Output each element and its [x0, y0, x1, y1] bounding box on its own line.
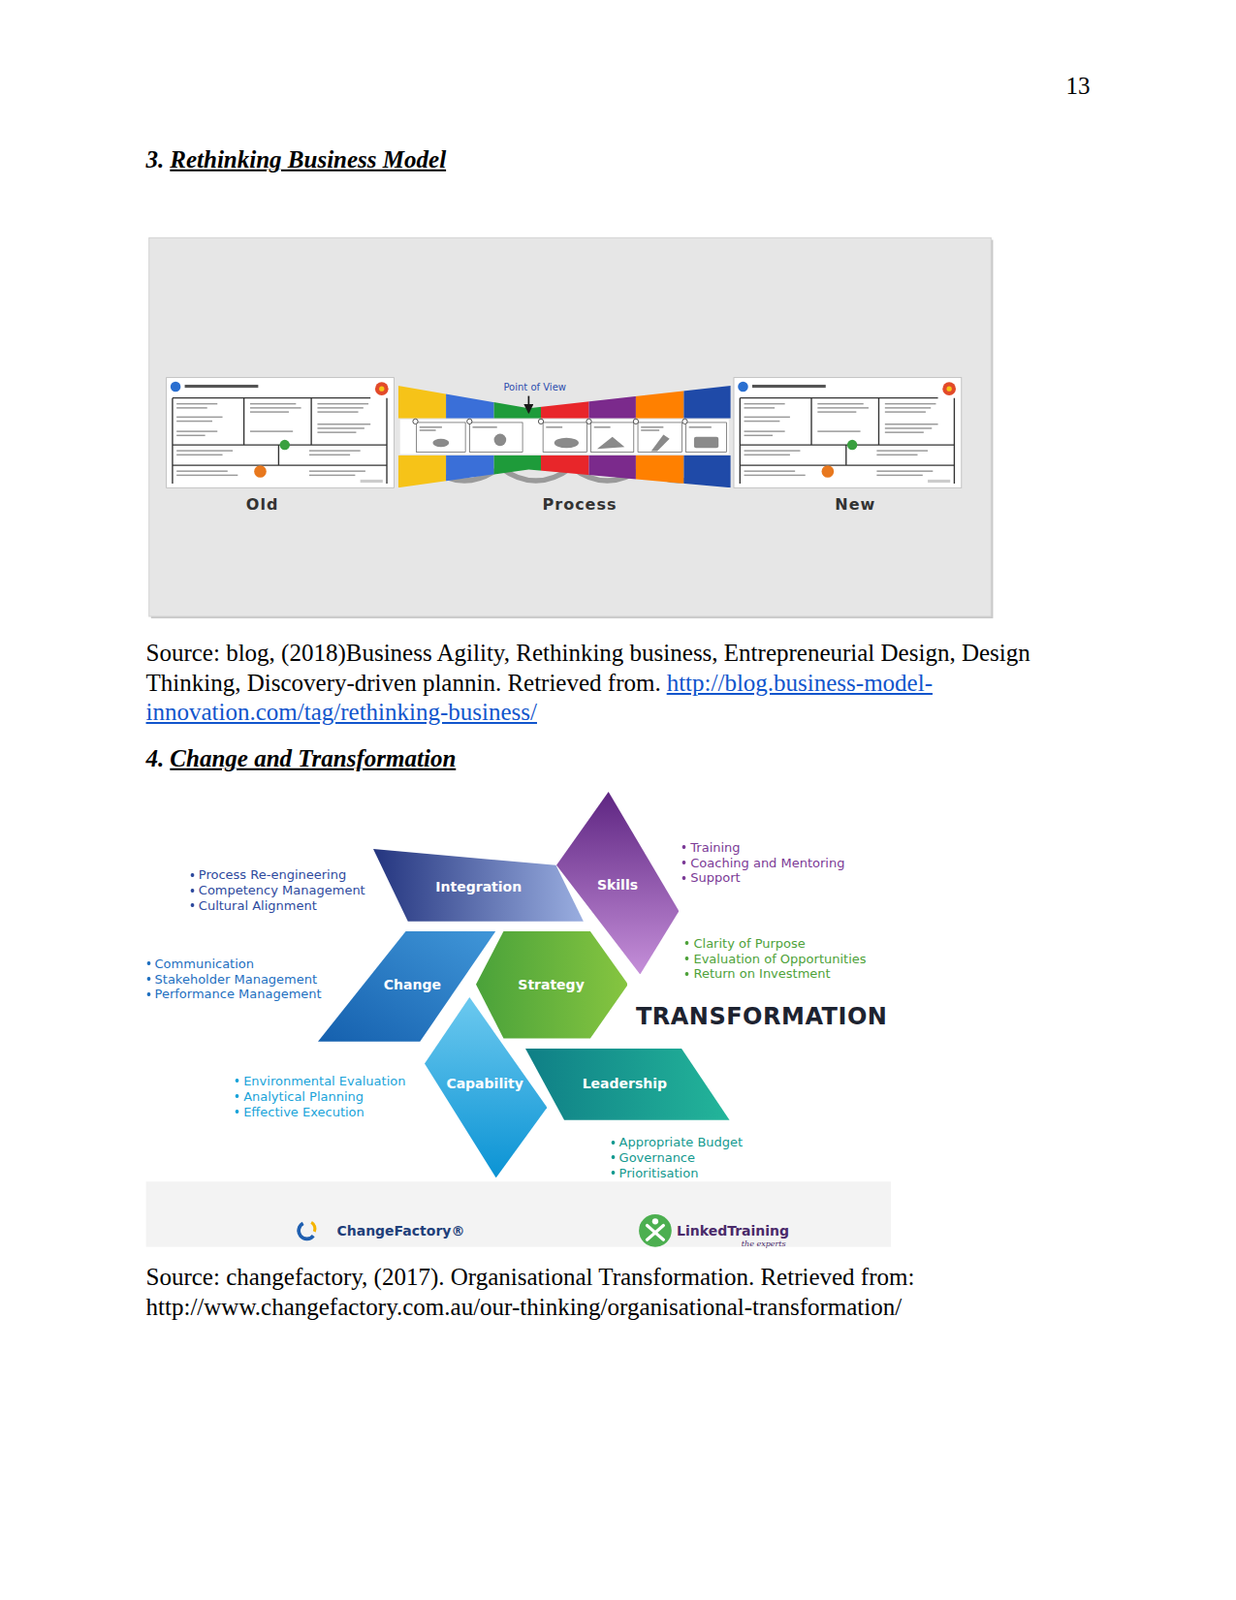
segment-label: Leadership: [582, 1076, 667, 1092]
transformation-segment: Leadership: [525, 1048, 730, 1121]
logo-text: ChangeFactory®: [336, 1223, 465, 1239]
label-text: Source: changefactory, (2017). Organisat…: [146, 1264, 916, 1321]
section-heading: 4.Change and Transformation: [146, 744, 457, 775]
figure-caption: New: [834, 495, 876, 514]
process-band-bottom: [398, 378, 731, 496]
label-text: Coaching and Mentoring: [690, 855, 845, 870]
logo-tagline: the experts: [741, 1239, 787, 1249]
bullet-item: Support: [681, 870, 740, 886]
segment-label: Skills: [597, 877, 638, 893]
logo-band: [146, 1181, 892, 1247]
label-text: TRANSFORMATION: [635, 1003, 888, 1031]
label-text: Performance Management: [155, 986, 322, 1002]
label-text: Competency Management: [198, 883, 366, 898]
linkedtraining-logo-icon: [638, 1214, 672, 1248]
label-text: Training: [690, 839, 740, 855]
bullet-item: Process Re-engineering: [190, 867, 347, 883]
segment-label: Strategy: [517, 977, 584, 993]
figure-title: TRANSFORMATION: [635, 1003, 888, 1031]
label-text: Change and Transformation: [169, 745, 456, 772]
label-text: 13: [1065, 72, 1090, 99]
label-text: Old: [246, 495, 280, 514]
bullet-item: Environmental Evaluation: [234, 1073, 406, 1088]
bullet-item: Return on Investment: [684, 966, 830, 982]
bullet-item: Training: [681, 839, 740, 855]
label-text: Support: [690, 870, 740, 886]
label-text: Environmental Evaluation: [243, 1073, 406, 1088]
bullet-item: Coaching and Mentoring: [681, 855, 845, 870]
transformation-segment: Strategy: [475, 931, 629, 1040]
label-text: Prioritisation: [619, 1165, 699, 1180]
segment-fill: [525, 1048, 730, 1121]
page-number: 13: [1065, 71, 1090, 102]
transformation-segment: Integration: [373, 849, 584, 922]
segment-fill: [424, 997, 547, 1178]
bullet-item: Evaluation of Opportunities: [684, 950, 866, 966]
bullet-item: Analytical Planning: [234, 1088, 364, 1104]
label-text: Process: [542, 495, 618, 514]
process-band-top: [398, 378, 731, 496]
segment-fill: [373, 849, 584, 922]
label-text: 4.: [146, 745, 165, 772]
bullet-item: Effective Execution: [234, 1104, 365, 1119]
label-text: Clarity of Purpose: [693, 935, 805, 951]
bullet-item: Stakeholder Management: [146, 971, 318, 986]
bullet-item: Competency Management: [190, 883, 366, 898]
label-text: Stakeholder Management: [155, 971, 318, 986]
label-text: Point of View: [503, 381, 567, 393]
bullet-item: Cultural Alignment: [190, 897, 317, 913]
figure-label: Point of View: [503, 381, 567, 393]
label-text: the experts: [741, 1239, 787, 1249]
bullet-item: Performance Management: [146, 986, 322, 1002]
point-of-view-arrow: [528, 396, 531, 413]
label-text: 3.: [146, 146, 165, 173]
changefactory-logo-icon: [298, 1222, 316, 1239]
label-text: Analytical Planning: [243, 1088, 364, 1104]
label-text: New: [834, 495, 876, 514]
bullet-item: Clarity of Purpose: [684, 935, 805, 951]
label-text: ChangeFactory®: [336, 1223, 465, 1239]
source-note: Source: changefactory, (2017). Organisat…: [146, 1263, 1092, 1323]
new-business-model-canvas: [733, 378, 962, 489]
label-text: Cultural Alignment: [198, 897, 317, 913]
bullet-item: Appropriate Budget: [610, 1135, 744, 1150]
bullet-item: Governance: [610, 1149, 696, 1165]
section-heading: 3.Rethinking Business Model: [146, 145, 447, 176]
label-text: Appropriate Budget: [619, 1135, 744, 1150]
figure-caption: Old: [246, 495, 280, 514]
logo-text: LinkedTraining: [676, 1223, 790, 1239]
segment-label: Capability: [445, 1076, 523, 1092]
label-text: Evaluation of Opportunities: [693, 950, 866, 966]
bullet-item: Prioritisation: [610, 1165, 699, 1180]
figure-panel: [149, 237, 992, 617]
label-text: Return on Investment: [693, 966, 830, 982]
label-text: Process Re-engineering: [198, 867, 347, 883]
label-text: Governance: [619, 1149, 696, 1165]
label-text: Effective Execution: [243, 1104, 365, 1119]
source-note: Source: blog, (2018)Business Agility, Re…: [146, 638, 1092, 729]
figure-caption: Process: [542, 495, 618, 514]
segment-label: Integration: [435, 879, 522, 895]
label-text: Rethinking Business Model: [169, 146, 446, 173]
segment-fill: [475, 931, 629, 1040]
old-business-model-canvas: [166, 378, 395, 489]
label-text: LinkedTraining: [676, 1223, 790, 1239]
segment-label: Change: [383, 977, 442, 993]
transformation-segment: Capability: [424, 997, 547, 1178]
bullet-item: Communication: [146, 955, 254, 971]
label-text: Communication: [155, 955, 254, 971]
process-steps: [400, 418, 729, 454]
